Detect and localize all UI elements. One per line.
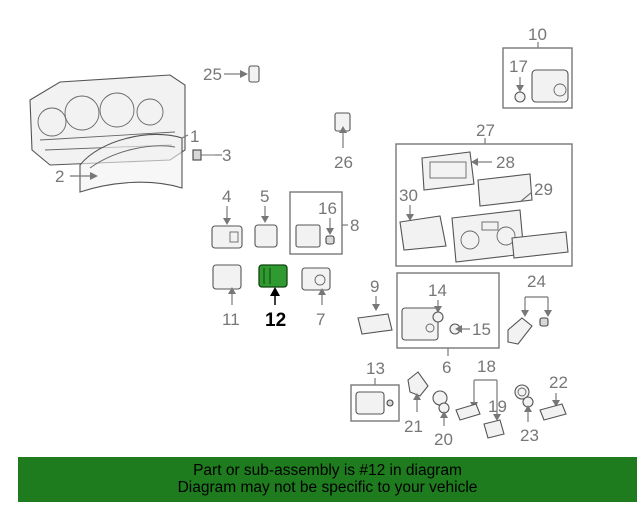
switch-icon[interactable]: [211, 225, 243, 249]
callout-19: 19: [488, 397, 507, 416]
display-unit-icon[interactable]: [421, 151, 475, 191]
switch-icon[interactable]: [254, 224, 278, 248]
info-banner: Part or sub-assembly is #12 in diagram D…: [18, 457, 637, 502]
callout-15: 15: [472, 320, 491, 339]
switch-icon[interactable]: [355, 391, 394, 415]
callout-23: 23: [520, 426, 539, 445]
callout-7: 7: [316, 310, 325, 329]
callout-10: 10: [528, 25, 547, 44]
parts-diagram: 1 2 3 25 26 4 5 8 16: [29, 25, 573, 449]
callout-20: 20: [434, 430, 453, 449]
callout-9: 9: [370, 277, 379, 296]
callout-3: 3: [222, 146, 231, 165]
bulb-icon[interactable]: [248, 65, 260, 83]
callout-18: 18: [477, 357, 496, 376]
screw-icon[interactable]: [192, 149, 215, 161]
callout-30: 30: [399, 186, 418, 205]
callout-26: 26: [334, 153, 353, 172]
callout-11: 11: [222, 310, 240, 329]
callout-6: 6: [442, 358, 451, 377]
bulb-socket-icon[interactable]: [455, 403, 505, 439]
callout-4: 4: [222, 187, 231, 206]
bulb-socket-icon[interactable]: [539, 403, 567, 421]
switch-icon[interactable]: [295, 224, 335, 248]
bulb-socket-icon[interactable]: [514, 91, 526, 103]
switch-icon[interactable]: [401, 307, 439, 341]
bulb-socket-icon[interactable]: [514, 384, 534, 408]
highlighted-switch-icon[interactable]: [258, 264, 288, 288]
climate-control-panel-icon[interactable]: [399, 209, 569, 263]
cluster-lens-icon[interactable]: [79, 133, 183, 193]
callout-1: 1: [190, 127, 199, 146]
callout-24: 24: [527, 272, 546, 291]
callout-17: 17: [509, 57, 528, 76]
switch-icon[interactable]: [531, 69, 569, 103]
callout-21: 21: [404, 417, 423, 436]
callout-27: 27: [476, 121, 495, 140]
callout-14: 14: [428, 281, 447, 300]
callout-25: 25: [203, 65, 222, 84]
switch-icon[interactable]: [357, 313, 393, 335]
callout-5: 5: [260, 187, 269, 206]
switch-icon[interactable]: [212, 264, 242, 290]
bulb-socket-icon[interactable]: [432, 390, 450, 414]
callout-22: 22: [549, 373, 568, 392]
display-unit-icon[interactable]: [477, 173, 533, 207]
callout-28: 28: [496, 153, 515, 172]
callout-8: 8: [350, 216, 359, 235]
callout-13: 13: [366, 359, 385, 378]
banner-line-2: Diagram may not be specific to your vehi…: [177, 479, 478, 496]
callout-2: 2: [55, 167, 64, 186]
switch-icon[interactable]: [507, 317, 549, 345]
bulb-socket-icon[interactable]: [407, 371, 429, 397]
callout-12: 12: [265, 310, 286, 331]
callout-29: 29: [534, 180, 553, 199]
switch-icon[interactable]: [301, 267, 331, 291]
callout-16: 16: [318, 199, 337, 218]
banner-line-1: Part or sub-assembly is #12 in diagram: [193, 462, 462, 479]
